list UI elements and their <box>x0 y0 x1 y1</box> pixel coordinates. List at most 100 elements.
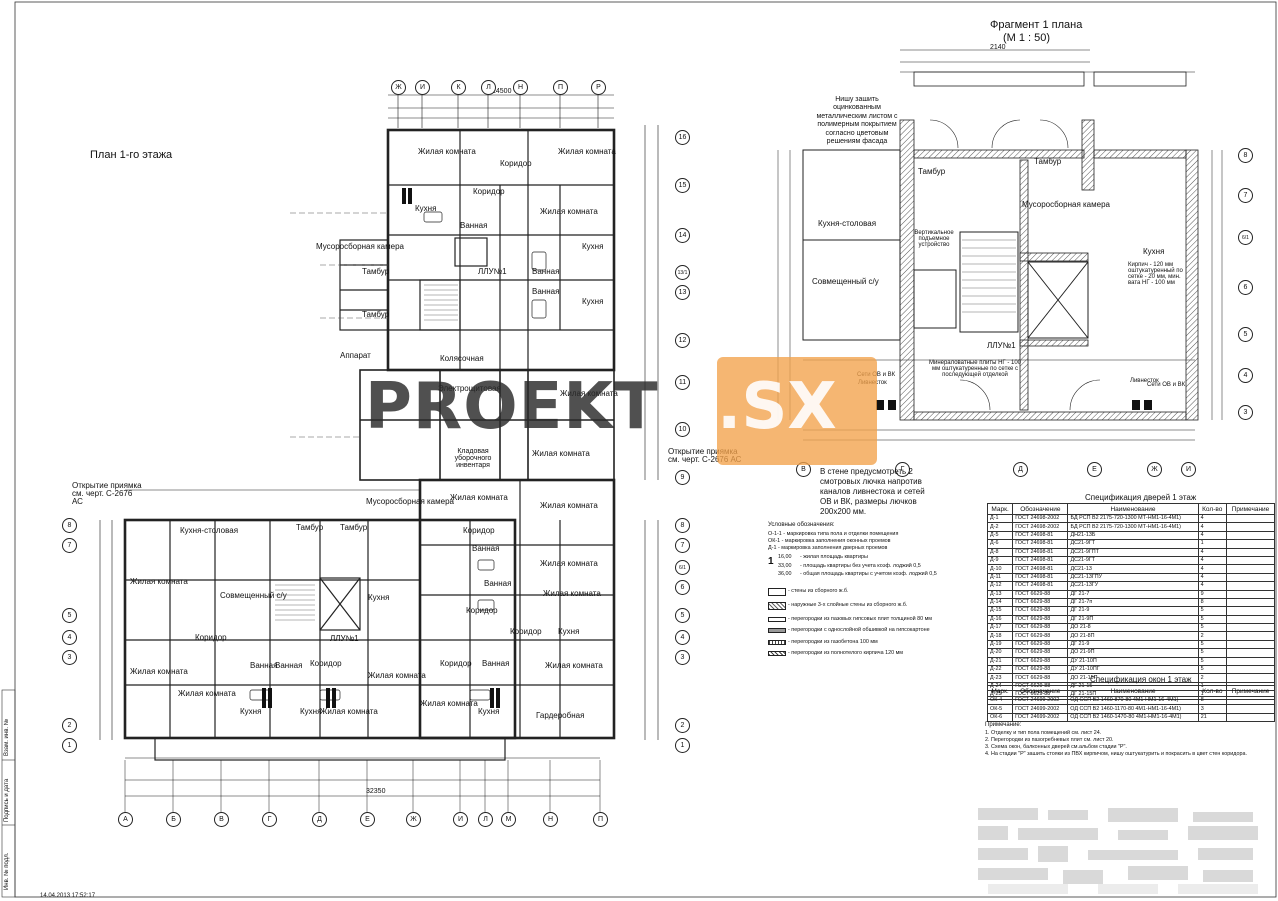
table-cell: ГОСТ 6629-88 <box>1012 648 1069 658</box>
room-label: Тамбур <box>362 267 390 276</box>
table-header-row: Марк. Обозначение Наименование Кол-во Пр… <box>986 503 1276 515</box>
table-cell: Д-23 <box>986 673 1014 683</box>
stamp-field: Взам. инв. № <box>4 718 10 756</box>
table-cell: Д-20 <box>986 648 1014 658</box>
legend-title: Условные обозначения: <box>768 522 835 528</box>
axis-bubble: 9 <box>675 470 690 485</box>
table-cell: Д-17 <box>986 623 1014 633</box>
axis-bubble: 6/1 <box>675 560 690 575</box>
table-cell: ДГ 21-7п <box>1067 597 1199 608</box>
table-cell <box>1225 539 1276 549</box>
table-header-cell: Марк. <box>986 503 1014 515</box>
table-cell: Д-22 <box>986 665 1014 675</box>
table-cell <box>1226 695 1275 706</box>
room-label: Кухня <box>558 627 580 636</box>
room-label: Ванная <box>472 544 500 553</box>
table-cell <box>1225 547 1276 557</box>
dim-fragment-top: 2140 <box>990 44 1006 51</box>
table-cell: Д-13 <box>986 589 1014 599</box>
door-spec-title: Спецификация дверей 1 этаж <box>1085 493 1197 502</box>
legend-row: Д-1 - маркировка заполнения дверных прое… <box>768 545 888 551</box>
table-cell: Д-6 <box>986 539 1014 549</box>
bottom-stamp: 14.04.2013 17:52:17 <box>40 893 96 899</box>
niche-note: Нишу зашить оцинкованным металлическим л… <box>816 96 898 145</box>
table-header-cell: Примечание <box>1225 503 1276 515</box>
table-header-cell: Обозначение <box>1012 685 1069 697</box>
table-cell: ДГ 21-9П <box>1067 614 1199 625</box>
table-cell: ГОСТ 6629-88 <box>1012 606 1069 616</box>
axis-bubble: 3 <box>62 650 77 665</box>
axis-bubble: Ж <box>406 812 421 827</box>
axis-bubble: М <box>501 812 516 827</box>
room-label: Совмещенный с/у <box>220 591 287 600</box>
axis-bubble: 1 <box>62 738 77 753</box>
legend-swatch <box>768 588 786 596</box>
legend-row: - перегородки из полнотелого кирпича 120… <box>788 650 904 656</box>
legend-row: - площадь квартиры без учета коэф. лоджи… <box>800 563 921 569</box>
room-label: Аппарат <box>340 351 371 360</box>
table-cell <box>1225 623 1276 633</box>
table-cell: ГОСТ 6629-88 <box>1012 631 1069 641</box>
axis-bubble: 3 <box>1238 405 1253 420</box>
room-label: Коридор <box>463 526 495 535</box>
table-cell: 4 <box>1197 555 1227 566</box>
table-cell: Д-14 <box>986 597 1014 608</box>
table-cell: 4 <box>1197 547 1227 557</box>
axis-bubble: 8 <box>62 518 77 533</box>
room-label: Тамбур <box>362 310 390 319</box>
table-cell: ОК-5 <box>986 704 1014 714</box>
axis-bubble: П <box>593 812 608 827</box>
axis-bubble: А <box>118 812 133 827</box>
table-cell: ГОСТ 24698-81 <box>1012 581 1069 591</box>
legend-swatch <box>768 640 786 645</box>
table-cell: ГОСТ 24698-2002 <box>1012 513 1069 524</box>
table-cell: ДО 21-8 <box>1067 623 1199 633</box>
table-cell: ГОСТ 24699-2002 <box>1012 695 1069 706</box>
table-cell <box>1225 614 1276 625</box>
axis-bubble: 6/1 <box>1238 230 1253 245</box>
axis-bubble: 2 <box>675 718 690 733</box>
table-cell: 8 <box>1197 597 1227 608</box>
room-label: Кухня-столовая <box>818 219 877 228</box>
room-label: Коридор <box>510 627 542 636</box>
axis-bubble: 4 <box>675 630 690 645</box>
table-cell: ДС21-9ГТ <box>1067 539 1199 549</box>
axis-bubble: 7 <box>1238 188 1253 203</box>
axis-bubble: И <box>415 80 430 95</box>
table-cell: ГОСТ 6629-88 <box>1012 656 1069 667</box>
room-label: Жилая комната <box>545 661 603 670</box>
room-label: ЛЛУ№1 <box>478 267 507 276</box>
table-cell: 5 <box>1197 665 1227 675</box>
table-cell <box>1225 564 1276 574</box>
room-label: Кладовая уборочного инвентаря <box>454 448 492 469</box>
table-cell: ГОСТ 6629-88 <box>1012 589 1069 599</box>
room-label: Ванная <box>532 287 560 296</box>
table-cell <box>1225 665 1276 675</box>
dim-bottom-total: 32350 <box>366 788 386 795</box>
table-cell: Д-1 <box>986 513 1014 524</box>
fragment-title: Фрагмент 1 плана <box>990 19 1083 31</box>
axis-bubble: 5 <box>1238 327 1253 342</box>
table-cell <box>1225 656 1276 667</box>
dim-top-total: 14500 <box>492 88 512 95</box>
axis-bubble: 4 <box>62 630 77 645</box>
table-cell: ОД ССП В2 1460-1470-80 4М1-НМ1-16-4М1) <box>1067 712 1199 723</box>
table-cell: ГОСТ 24698-81 <box>1012 539 1069 549</box>
watermark-badge <box>717 357 877 465</box>
table-cell: Д-10 <box>986 564 1014 574</box>
table-cell: Д-2 <box>986 522 1014 532</box>
table-cell: 5 <box>1197 614 1227 625</box>
table-cell <box>1225 572 1276 583</box>
room-label: Кухня <box>1143 247 1165 256</box>
room-label: Тамбур <box>1034 157 1062 166</box>
table-cell: 2 <box>1197 631 1227 641</box>
table-cell: Д-12 <box>986 581 1014 591</box>
